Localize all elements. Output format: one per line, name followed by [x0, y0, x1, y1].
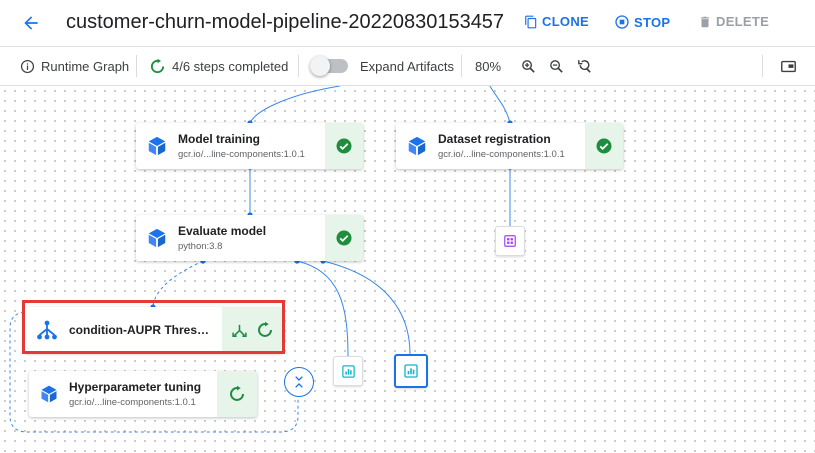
clone-label: CLONE: [542, 14, 589, 29]
node-condition[interactable]: condition-AUPR Threshold: [25, 307, 282, 353]
metrics-artifact[interactable]: [333, 356, 363, 386]
page-title: customer-churn-model-pipeline-2022083015…: [66, 11, 505, 33]
node-title: Model training: [178, 132, 260, 146]
edge-evaluate-to-metrics-2: [322, 260, 411, 355]
node-status: [585, 123, 623, 169]
node-subtitle: gcr.io/...line-components:1.0.1: [178, 149, 305, 160]
component-cube-icon: [148, 228, 166, 248]
node-evaluate-model[interactable]: Evaluate model python:3.8: [136, 215, 363, 261]
expand-artifacts-label: Expand Artifacts: [360, 58, 454, 74]
node-status: [217, 371, 257, 417]
node-subtitle: gcr.io/...line-components:1.0.1: [438, 149, 565, 160]
steps-label: 4/6 steps completed: [172, 58, 289, 74]
stop-button[interactable]: STOP: [614, 14, 670, 30]
progress-refresh-icon: [150, 58, 165, 73]
running-refresh-icon: [230, 385, 244, 401]
edge-evaluate-to-metrics-1: [296, 260, 349, 357]
copy-icon: [525, 15, 537, 28]
success-check-icon: [336, 230, 352, 246]
toolbar-divider: [461, 55, 462, 77]
reset-zoom-icon: [578, 59, 591, 73]
node-hyperparameter-tuning[interactable]: Hyperparameter tuning gcr.io/...line-com…: [29, 371, 257, 417]
arrow-back-icon: [24, 16, 38, 30]
zoom-out-button[interactable]: [548, 47, 565, 85]
delete-label: DELETE: [716, 14, 770, 29]
branch-merge-icon: [231, 324, 247, 337]
dataset-artifact[interactable]: [495, 226, 525, 256]
toolbar-divider: [298, 55, 299, 77]
condition-branch-icon: [37, 320, 57, 340]
metrics-artifact-selected[interactable]: [394, 354, 428, 388]
node-subtitle: python:3.8: [178, 241, 223, 252]
collapse-group-button[interactable]: [284, 367, 314, 397]
back-button[interactable]: [18, 10, 44, 36]
page-header: customer-churn-model-pipeline-2022083015…: [0, 0, 815, 47]
component-cube-icon: [408, 136, 426, 156]
node-title: Evaluate model: [178, 224, 267, 238]
component-cube-icon: [41, 385, 57, 403]
dataset-icon: [504, 235, 516, 247]
zoom-level: 80%: [475, 58, 502, 74]
delete-button[interactable]: DELETE: [698, 14, 769, 29]
runtime-graph-info[interactable]: Runtime Graph: [20, 47, 129, 85]
expand-artifacts-toggle[interactable]: Expand Artifacts: [310, 47, 454, 85]
trash-icon: [700, 16, 710, 27]
bar-chart-icon: [341, 364, 355, 378]
node-model-training[interactable]: Model training gcr.io/...line-components…: [136, 123, 363, 169]
info-icon: [20, 59, 35, 73]
zoom-in-icon: [522, 59, 535, 73]
toggle-switch[interactable]: [310, 56, 348, 76]
collapse-chevrons-icon: [295, 376, 303, 388]
runtime-graph-label: Runtime Graph: [41, 58, 130, 74]
edge-into-model-training: [249, 86, 341, 124]
success-check-icon: [336, 138, 352, 154]
node-status: [325, 215, 363, 261]
node-title: condition-AUPR Threshold: [69, 323, 212, 337]
minimap-toggle-button[interactable]: [780, 47, 797, 85]
stop-label: STOP: [634, 14, 671, 30]
node-dataset-registration[interactable]: Dataset registration gcr.io/...line-comp…: [396, 123, 623, 169]
clone-button[interactable]: CLONE: [524, 14, 589, 29]
node-title: Hyperparameter tuning: [69, 380, 202, 394]
minimap-icon: [781, 60, 796, 72]
node-status: [222, 307, 282, 353]
toolbar-divider: [136, 55, 137, 77]
edge-into-dataset-registration: [489, 86, 511, 124]
toggle-knob: [310, 56, 330, 76]
success-check-icon: [596, 138, 612, 154]
zoom-out-icon: [550, 59, 563, 73]
steps-status: 4/6 steps completed: [149, 47, 288, 85]
running-refresh-icon: [257, 321, 272, 337]
node-subtitle: gcr.io/...line-components:1.0.1: [69, 397, 196, 408]
bar-chart-icon: [404, 364, 418, 378]
toolbar-divider: [762, 55, 763, 77]
zoom-in-button[interactable]: [520, 47, 537, 85]
edge-evaluate-to-condition: [152, 260, 204, 307]
stop-icon: [615, 15, 629, 29]
node-title: Dataset registration: [438, 132, 551, 146]
graph-toolbar: Runtime Graph 4/6 steps completed Expand…: [0, 47, 815, 86]
component-cube-icon: [148, 136, 166, 156]
pipeline-graph-canvas[interactable]: Model training gcr.io/...line-components…: [0, 86, 815, 453]
reset-zoom-button[interactable]: [576, 47, 593, 85]
node-status: [325, 123, 363, 169]
